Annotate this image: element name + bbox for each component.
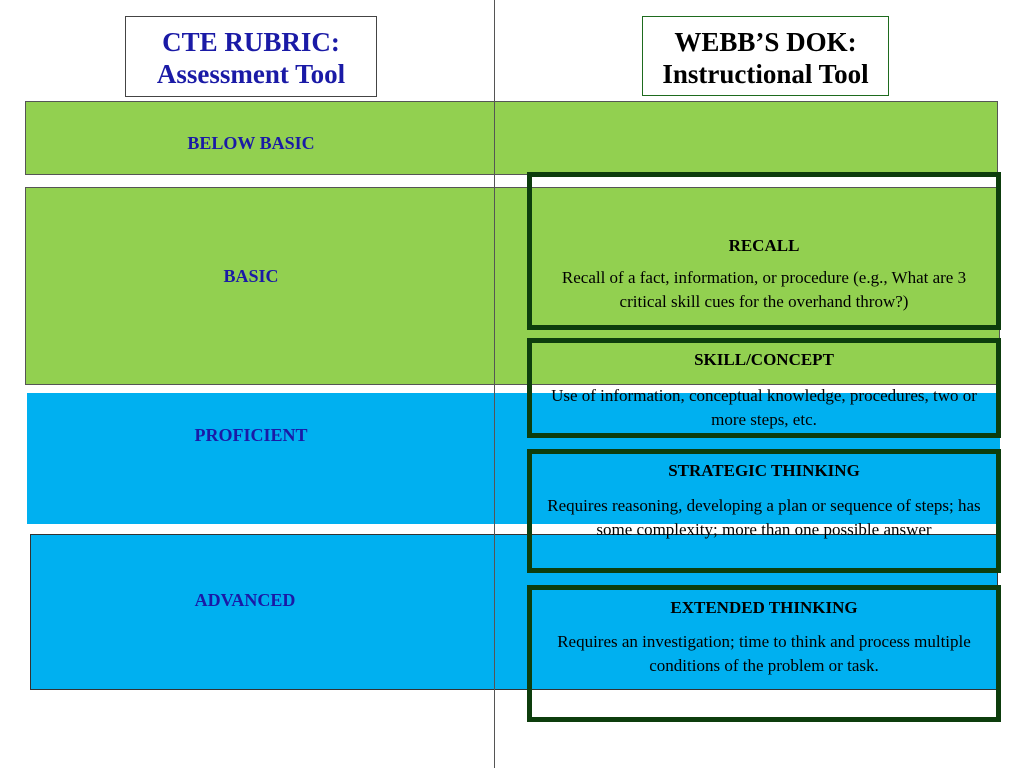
band-basic: [25, 187, 1000, 385]
dok-extended-thinking-description: Requires an investigation; time to think…: [557, 632, 971, 675]
cte-rubric-title: CTE RUBRIC: Assessment Tool: [125, 16, 377, 97]
dok-skill-concept-title: SKILL/CONCEPT: [694, 350, 834, 369]
dok-extended-thinking-title: EXTENDED THINKING: [670, 598, 858, 617]
dok-skill-concept-description: Use of information, conceptual knowledge…: [551, 386, 977, 429]
band-below-basic: [25, 101, 998, 175]
dok-recall-box: RECALL Recall of a fact, information, or…: [527, 172, 1001, 330]
dok-extended-thinking-box: EXTENDED THINKING Requires an investigat…: [527, 585, 1001, 722]
webbs-dok-title: WEBB’S DOK: Instructional Tool: [642, 16, 889, 96]
level-below-basic: BELOW BASIC: [187, 133, 315, 153]
dok-skill-concept-box: SKILL/CONCEPT Use of information, concep…: [527, 338, 1001, 438]
dok-strategic-thinking-description: Requires reasoning, developing a plan or…: [547, 496, 981, 539]
level-advanced: ADVANCED: [194, 590, 296, 610]
webbs-dok-title-line1: WEBB’S DOK:: [674, 27, 857, 57]
level-proficient: PROFICIENT: [194, 425, 308, 445]
level-basic: BASIC: [223, 266, 279, 286]
dok-strategic-thinking-title: STRATEGIC THINKING: [668, 461, 860, 480]
dok-strategic-thinking-box: STRATEGIC THINKING Requires reasoning, d…: [527, 449, 1001, 573]
webbs-dok-title-line2: Instructional Tool: [662, 59, 869, 89]
dok-recall-description: Recall of a fact, information, or proced…: [561, 268, 967, 311]
cte-rubric-title-line1: CTE RUBRIC:: [162, 27, 340, 57]
center-divider-line: [494, 0, 495, 768]
dok-recall-title: RECALL: [728, 236, 800, 255]
band-proficient: [27, 393, 1000, 524]
cte-rubric-title-line2: Assessment Tool: [156, 59, 346, 89]
